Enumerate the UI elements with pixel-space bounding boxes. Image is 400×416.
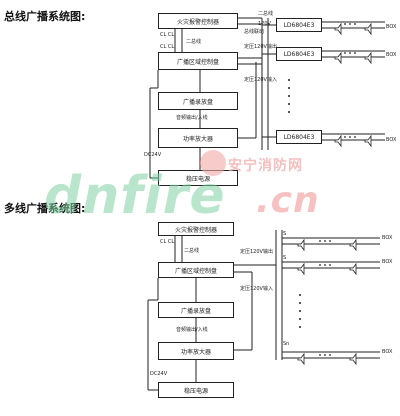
d1-cl-label-mid: CL CL [160, 44, 175, 50]
d1-power-supply-label: 稳压电源 [185, 175, 210, 183]
d1-broadcast-zone-panel-label: 广播区域控制盘 [176, 58, 219, 66]
d2-dc24v-label: DC24V [150, 371, 168, 377]
d2-input-120v-label: 定压120V输入 [240, 286, 273, 292]
d1-audio-label: 音频输出/入线 [176, 115, 208, 121]
d2-box-tag-3: BOX [382, 349, 393, 355]
d2-fire-alarm-controller: 火灾报警控制器 [158, 222, 234, 236]
d1-cl-label-top: CL CL [160, 32, 175, 38]
d2-broadcast-zone-panel-label: 广播区域控制盘 [174, 267, 217, 275]
d1-bus-label: 二总线 [186, 39, 202, 45]
d1-module-3-label: LD6804E3 [283, 133, 315, 141]
watermark-main: dnfire [44, 166, 226, 226]
watermark-badge [200, 150, 226, 176]
d2-s2-label: S [283, 255, 287, 261]
d2-cl-label: CL CL [160, 239, 175, 245]
d1-bus-right-label: 二总线 [258, 11, 274, 17]
d2-bus-label: 二总线 [184, 248, 200, 254]
diagram2-title: 多线广播系统图: [4, 202, 86, 215]
d2-recorder-player: 广播录放盘 [158, 302, 234, 318]
d2-broadcast-zone-panel: 广播区域控制盘 [158, 262, 234, 278]
d1-module-1-label: LD6804E3 [283, 21, 315, 29]
d2-box-tag-1: BOX [382, 235, 393, 241]
d1-power-amplifier: 功率放大器 [158, 128, 238, 148]
watermark-site-name: 安宁消防网 [228, 158, 303, 174]
d2-audio-label: 音频输出/入线 [176, 327, 208, 333]
d2-power-supply: 稳压电源 [158, 382, 234, 398]
d1-module-2-label: LD6804E3 [283, 50, 315, 58]
d1-output-120v-label: 定压120V输出 [244, 44, 277, 50]
d1-input-120v-label: 定压120V输入 [244, 77, 277, 83]
d1-box-tag-1: BOX [386, 24, 397, 30]
d2-s1-label: S [283, 231, 287, 237]
d1-power-amplifier-label: 功率放大器 [182, 135, 213, 143]
d1-module-3: LD6804E3 [276, 130, 322, 144]
d2-fire-alarm-controller-label: 火灾报警控制器 [174, 226, 217, 234]
d1-recorder-player: 广播录放盘 [158, 92, 238, 110]
d2-sn-label: Sn [283, 341, 290, 347]
diagram1-title: 总线广播系统图: [4, 10, 86, 23]
d2-recorder-player-label: 广播录放盘 [180, 307, 211, 315]
d2-output-120v-label: 定压120V输出 [240, 249, 273, 255]
d1-recorder-player-label: 广播录放盘 [182, 98, 213, 106]
d2-power-amplifier: 功率放大器 [158, 342, 234, 360]
watermark-suffix: .cn [256, 180, 320, 221]
d1-dc24v-label: DC24V [144, 152, 162, 158]
d2-power-amplifier-label: 功率放大器 [180, 348, 211, 356]
d1-fire-alarm-controller: 火灾报警控制器 [158, 13, 238, 29]
d1-module-2: LD6804E3 [276, 47, 322, 61]
d1-box-tag-3: BOX [386, 137, 397, 143]
d2-speakers [297, 238, 357, 366]
d1-broadcast-zone-panel: 广播区域控制盘 [158, 52, 238, 70]
d1-linkage-label: 总线联动 [244, 29, 265, 35]
d1-box-tag-2: BOX [386, 52, 397, 58]
d1-module-1: LD6804E3 [276, 18, 322, 32]
d1-voltage-right-label: 120V [258, 21, 271, 27]
d1-fire-alarm-controller-label: 火灾报警控制器 [176, 18, 219, 26]
d2-box-tag-2: BOX [382, 259, 393, 265]
d2-power-supply-label: 稳压电源 [183, 387, 208, 395]
d1-speakers [334, 22, 372, 148]
